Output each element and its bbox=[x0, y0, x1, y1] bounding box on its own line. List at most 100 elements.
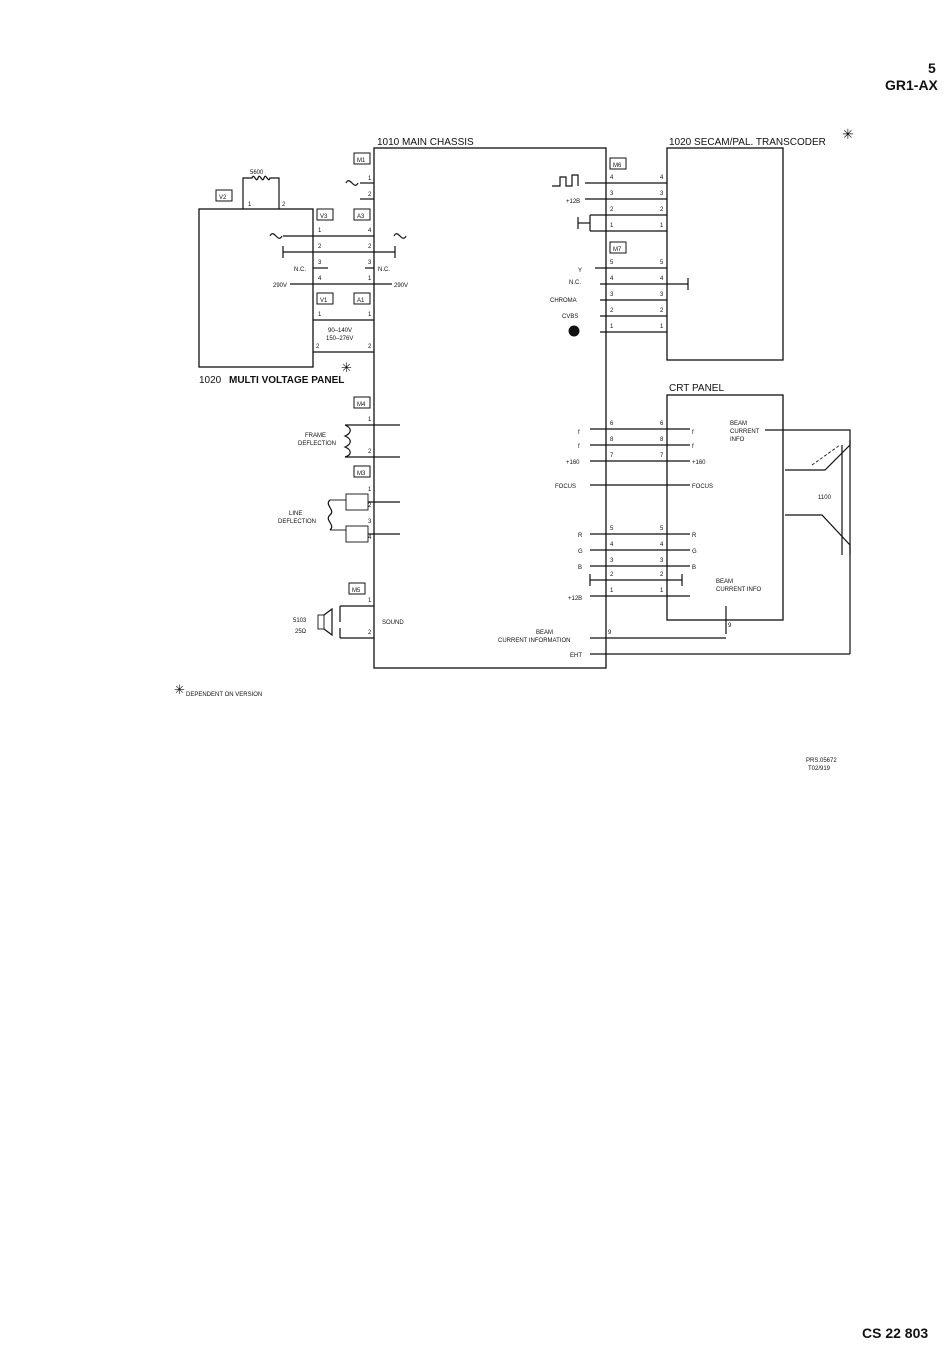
svg-text:+12B: +12B bbox=[568, 596, 582, 602]
svg-text:2: 2 bbox=[368, 344, 372, 350]
svg-text:FRAME: FRAME bbox=[305, 433, 326, 439]
svg-text:5: 5 bbox=[610, 526, 614, 532]
connector-v1: V1 bbox=[320, 298, 328, 304]
svg-text:BEAM: BEAM bbox=[536, 630, 553, 636]
svg-text:FOCUS: FOCUS bbox=[555, 484, 576, 490]
svg-text:90–140V: 90–140V bbox=[328, 328, 352, 334]
svg-text:INFO: INFO bbox=[730, 437, 745, 443]
svg-text:5: 5 bbox=[660, 260, 664, 266]
svg-text:3: 3 bbox=[660, 558, 664, 564]
svg-text:DEFLECTION: DEFLECTION bbox=[298, 441, 336, 447]
svg-text:1: 1 bbox=[368, 312, 372, 318]
svg-text:3: 3 bbox=[610, 558, 614, 564]
line-deflection: 1 2 3 4 LINE DEFLECTION bbox=[278, 487, 400, 543]
tube-label: 1100 bbox=[818, 495, 832, 501]
svg-text:G: G bbox=[692, 549, 697, 555]
svg-text:FOCUS: FOCUS bbox=[692, 484, 713, 490]
multi-voltage-star: ✳ bbox=[341, 360, 352, 375]
svg-text:CURRENT: CURRENT bbox=[730, 429, 760, 435]
svg-text:1: 1 bbox=[318, 228, 322, 234]
svg-text:B: B bbox=[692, 565, 696, 571]
svg-text:CURRENT INFO: CURRENT INFO bbox=[716, 587, 762, 593]
page-number: 5 bbox=[928, 60, 936, 76]
main-chassis-title: 1010 MAIN CHASSIS bbox=[377, 137, 474, 148]
svg-text:R: R bbox=[578, 533, 583, 539]
svg-text:1: 1 bbox=[368, 417, 372, 423]
svg-text:3: 3 bbox=[610, 292, 614, 298]
m6-transcoder-links: 4 4 3 3 2 2 1 1 +12B bbox=[552, 174, 667, 232]
svg-text:4: 4 bbox=[660, 542, 664, 548]
v3-a3-links: 1 4 2 2 3 3 4 1 N.C. N.C. 290V 290V bbox=[269, 228, 408, 289]
svg-text:3: 3 bbox=[660, 292, 664, 298]
svg-text:7: 7 bbox=[610, 453, 614, 459]
svg-text:f: f bbox=[578, 444, 580, 450]
svg-text:+12B: +12B bbox=[566, 199, 580, 205]
svg-text:3: 3 bbox=[368, 519, 372, 525]
multi-voltage-number: 1020 bbox=[199, 375, 222, 386]
svg-text:2: 2 bbox=[368, 244, 372, 250]
transcoder-box bbox=[666, 147, 784, 361]
svg-text:2: 2 bbox=[660, 572, 664, 578]
svg-text:8: 8 bbox=[660, 437, 664, 443]
svg-text:3: 3 bbox=[610, 191, 614, 197]
svg-text:CHROMA: CHROMA bbox=[550, 298, 577, 304]
svg-text:2: 2 bbox=[660, 308, 664, 314]
svg-text:N.C.: N.C. bbox=[294, 267, 306, 273]
crt-panel-links: 6 6 8 8 7 7 5 5 4 4 3 3 2 2 1 1 f f f f … bbox=[555, 421, 713, 602]
speaker-sound: 1 2 5103 25Ω SOUND bbox=[293, 598, 404, 639]
crt-tube: 1100 bbox=[785, 429, 851, 555]
svg-text:5: 5 bbox=[660, 526, 664, 532]
svg-text:4: 4 bbox=[610, 542, 614, 548]
v1-a1-links: 1 1 2 2 90–140V 150–276V bbox=[313, 312, 374, 353]
svg-text:1: 1 bbox=[610, 324, 614, 330]
connector-m3: M3 bbox=[357, 471, 366, 477]
connector-m4: M4 bbox=[357, 402, 366, 408]
svg-text:290V: 290V bbox=[394, 283, 408, 289]
svg-text:DEFLECTION: DEFLECTION bbox=[278, 519, 316, 525]
crt-beam-current: BEAM CURRENT INFO BEAM CURRENT INFO 9 bbox=[716, 421, 785, 634]
connector-m5: M5 bbox=[352, 588, 361, 594]
svg-text:CVBS: CVBS bbox=[562, 314, 578, 320]
multi-voltage-title: MULTI VOLTAGE PANEL bbox=[229, 375, 344, 386]
svg-text:1: 1 bbox=[368, 487, 372, 493]
connector-a3: A3 bbox=[357, 214, 365, 220]
svg-text:3: 3 bbox=[660, 191, 664, 197]
main-chassis-box bbox=[373, 147, 607, 669]
connector-m6: M6 bbox=[613, 163, 622, 169]
svg-text:1: 1 bbox=[660, 324, 664, 330]
svg-text:R: R bbox=[692, 533, 697, 539]
svg-text:2: 2 bbox=[368, 192, 372, 198]
transcoder-version-star: ✳ bbox=[842, 126, 854, 142]
svg-text:f: f bbox=[692, 444, 694, 450]
svg-text:2: 2 bbox=[660, 207, 664, 213]
svg-text:9: 9 bbox=[608, 630, 612, 636]
transcoder-title: 1020 SECAM/PAL. TRANSCODER bbox=[669, 137, 826, 148]
svg-text:CURRENT INFORMATION: CURRENT INFORMATION bbox=[498, 638, 570, 644]
svg-text:6: 6 bbox=[610, 421, 614, 427]
svg-text:9: 9 bbox=[728, 623, 732, 629]
svg-text:1: 1 bbox=[660, 223, 664, 229]
svg-text:f: f bbox=[692, 430, 694, 436]
frame-deflection: 1 2 FRAME DEFLECTION bbox=[298, 417, 400, 458]
m7-transcoder-links: 5 5 4 4 3 3 2 2 1 1 Y N.C. CHROMA CVBS bbox=[550, 260, 689, 337]
svg-text:2: 2 bbox=[316, 344, 320, 350]
svg-text:2: 2 bbox=[368, 503, 372, 509]
svg-text:4: 4 bbox=[660, 175, 664, 181]
m1-mains-input: 1 2 bbox=[345, 176, 374, 200]
connector-tags: M1 V2 V3 A3 V1 A1 M4 M3 M5 M6 M7 bbox=[215, 152, 627, 595]
svg-text:B: B bbox=[578, 565, 582, 571]
svg-text:7: 7 bbox=[660, 453, 664, 459]
reference-1: PRS.05672 bbox=[806, 758, 837, 764]
svg-text:8: 8 bbox=[610, 437, 614, 443]
connector-m1: M1 bbox=[357, 158, 366, 164]
svg-text:N.C.: N.C. bbox=[569, 280, 581, 286]
svg-text:2: 2 bbox=[610, 572, 614, 578]
svg-text:SOUND: SOUND bbox=[382, 620, 404, 626]
svg-text:5600: 5600 bbox=[250, 170, 264, 176]
connector-m7: M7 bbox=[613, 247, 622, 253]
svg-text:1: 1 bbox=[248, 202, 252, 208]
svg-text:1: 1 bbox=[660, 588, 664, 594]
svg-text:4: 4 bbox=[610, 276, 614, 282]
svg-text:2: 2 bbox=[368, 630, 372, 636]
svg-text:f: f bbox=[578, 430, 580, 436]
